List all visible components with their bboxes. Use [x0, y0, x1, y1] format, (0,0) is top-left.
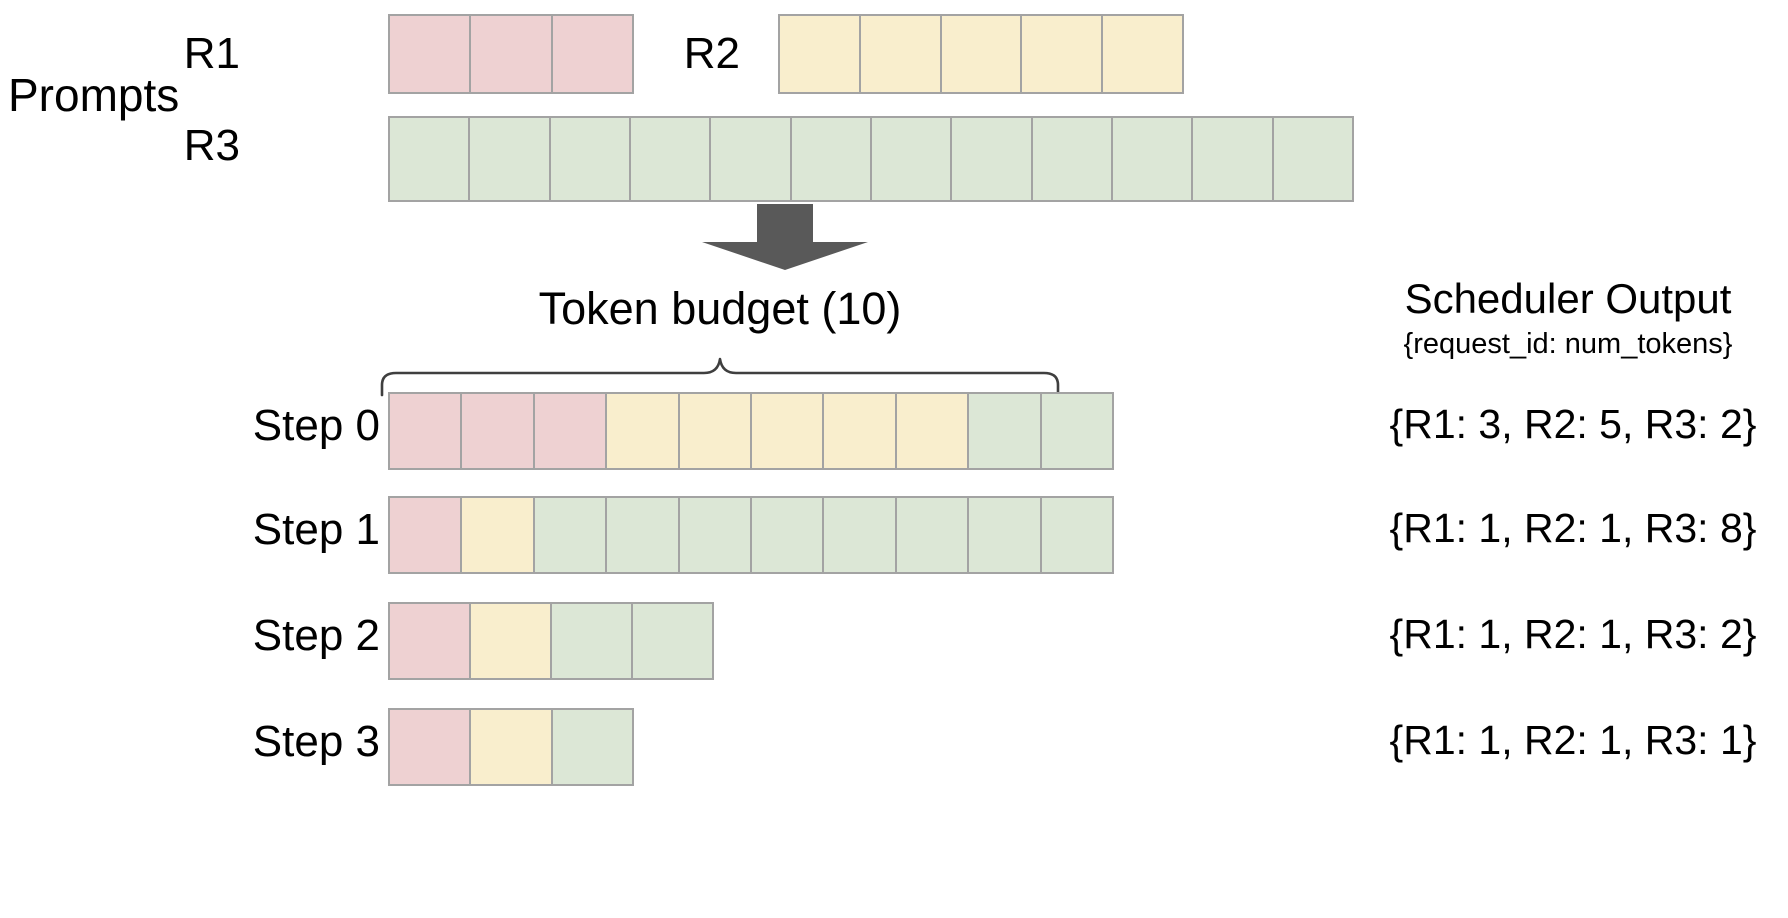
token-cell-r1	[390, 604, 471, 678]
token-cell-r1	[390, 710, 472, 784]
token-cell-r1	[471, 16, 553, 92]
token-cell-r1	[390, 394, 463, 468]
token-cell-r1	[390, 16, 472, 92]
token-cell-r1	[534, 394, 608, 468]
token-cell-r3	[1112, 118, 1194, 200]
token-cell-r2	[1022, 16, 1104, 92]
scheduler-output-title: Scheduler Output	[1404, 275, 1732, 322]
token-cell-r3	[552, 710, 632, 784]
token-cell-r3	[871, 118, 953, 200]
token-cell-r2	[462, 498, 535, 572]
step-label-0: Step 0	[252, 401, 380, 450]
token-cell-r3	[1193, 118, 1274, 200]
token-cell-r3	[952, 118, 1033, 200]
curly-brace-icon	[380, 357, 1060, 397]
token-cell-r3	[1041, 394, 1113, 468]
token-cell-r1	[552, 16, 632, 92]
token-budget-brace	[380, 355, 1060, 397]
prompt-bar-r2	[778, 14, 1184, 94]
scheduler-output-3: {R1: 1, R2: 1, R3: 1}	[1389, 717, 1757, 763]
step-label-3: Step 3	[252, 717, 380, 766]
token-cell-r2	[471, 604, 552, 678]
token-cell-r2	[860, 16, 942, 92]
step-bar-1	[388, 496, 1114, 574]
token-cell-r3	[1032, 118, 1113, 200]
scheduler-output-2: {R1: 1, R2: 1, R3: 2}	[1389, 611, 1757, 657]
token-cell-r3	[824, 498, 897, 572]
prompt-label-r2: R2	[683, 29, 740, 78]
token-cell-r2	[824, 394, 897, 468]
step-bar-3	[388, 708, 634, 786]
token-cell-r3	[1041, 498, 1113, 572]
token-cell-r3	[896, 498, 970, 572]
token-cell-r1	[462, 394, 535, 468]
token-cell-r3	[470, 118, 551, 200]
token-budget-label: Token budget (10)	[538, 283, 902, 334]
token-cell-r3	[1273, 118, 1352, 200]
token-cell-r2	[607, 394, 680, 468]
token-cell-r2	[1103, 16, 1182, 92]
token-cell-r2	[780, 16, 861, 92]
token-cell-r3	[969, 498, 1042, 572]
token-cell-r3	[630, 118, 712, 200]
scheduler-output-subtitle: {request_id: num_tokens}	[1403, 328, 1733, 360]
token-cell-r3	[633, 604, 712, 678]
token-cell-r3	[679, 498, 753, 572]
token-cell-r3	[390, 118, 471, 200]
scheduler-output-0: {R1: 3, R2: 5, R3: 2}	[1389, 401, 1757, 447]
token-cell-r1	[390, 498, 463, 572]
token-cell-r3	[711, 118, 792, 200]
token-cell-r2	[752, 394, 825, 468]
prompt-bar-r3	[388, 116, 1354, 202]
token-cell-r2	[896, 394, 970, 468]
step-label-1: Step 1	[252, 505, 380, 554]
token-cell-r3	[550, 118, 631, 200]
scheduler-output-1: {R1: 1, R2: 1, R3: 8}	[1389, 505, 1757, 551]
token-cell-r2	[941, 16, 1023, 92]
token-cell-r2	[679, 394, 753, 468]
token-cell-r3	[791, 118, 872, 200]
prompt-label-r3: R3	[183, 121, 240, 170]
token-cell-r3	[534, 498, 608, 572]
token-cell-r3	[752, 498, 825, 572]
flow-arrow	[700, 204, 870, 272]
step-bar-0	[388, 392, 1114, 470]
prompt-bar-r1	[388, 14, 634, 94]
down-arrow-icon	[702, 204, 868, 270]
token-cell-r3	[607, 498, 680, 572]
step-bar-2	[388, 602, 714, 680]
prompt-label-r1: R1	[183, 29, 240, 78]
token-cell-r3	[552, 604, 633, 678]
prompts-section-label: Prompts	[8, 69, 180, 121]
step-label-2: Step 2	[252, 611, 380, 660]
token-cell-r3	[969, 394, 1042, 468]
token-cell-r2	[471, 710, 553, 784]
